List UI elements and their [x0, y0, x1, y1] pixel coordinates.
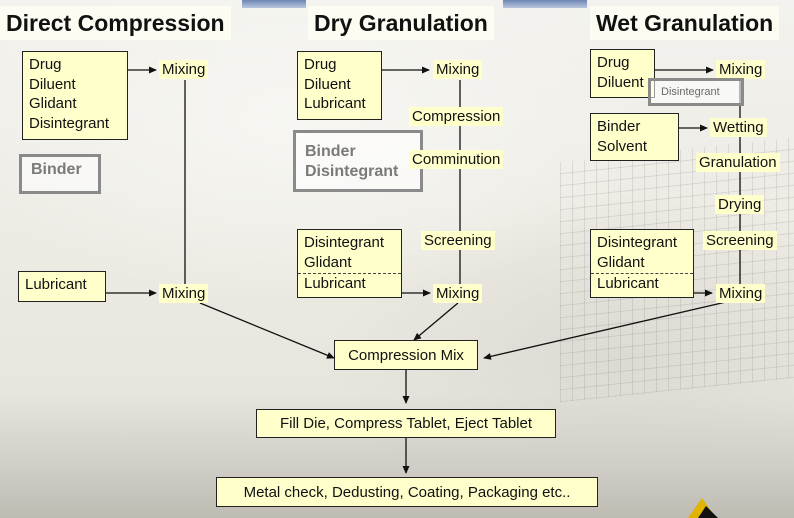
wet-ingredients-box: Drug Diluent: [590, 49, 655, 98]
wet-final-ingredients-box: Disintegrant Glidant Lubricant: [590, 229, 694, 298]
ingredient: Diluent: [597, 73, 644, 91]
compression-mix-box: Compression Mix: [334, 340, 478, 370]
ingredient: Lubricant: [597, 275, 659, 292]
dry-compression-step: Compression: [409, 107, 504, 126]
dry-binder-disintegrant-note: Binder Disintegrant: [293, 130, 423, 192]
ingredient: Lubricant: [304, 95, 366, 112]
dry-mixing-1: Mixing: [433, 60, 483, 79]
ingredient: Lubricant: [304, 275, 366, 292]
dry-mixing-2: Mixing: [433, 284, 483, 303]
ingredient: Diluent: [29, 75, 76, 93]
ingredient: Drug: [29, 56, 62, 73]
wet-disintegrant-note: Disintegrant: [648, 78, 744, 106]
title-wet-granulation: Wet Granulation: [590, 6, 780, 40]
direct-mixing-2: Mixing: [159, 284, 209, 303]
ingredient: Drug: [597, 54, 630, 71]
ingredient: Binder: [597, 118, 641, 135]
ingredient: Disintegrant: [29, 114, 110, 132]
ingredient: Solvent: [597, 137, 648, 155]
ingredient: Glidant: [597, 253, 645, 271]
wet-granulation-step: Granulation: [696, 153, 780, 172]
dry-screening-step: Screening: [421, 231, 495, 250]
direct-ingredients-box: Drug Diluent Glidant Disintegrant: [22, 51, 128, 140]
title-dry-granulation: Dry Granulation: [308, 6, 494, 40]
direct-lubricant-box: Lubricant: [18, 271, 106, 302]
dry-ingredients-box: Drug Diluent Lubricant: [297, 51, 382, 120]
wet-binder-solvent-box: Binder Solvent: [590, 113, 679, 161]
wet-drying-step: Drying: [715, 195, 765, 214]
dry-comminution-step: Comminution: [409, 150, 504, 169]
dry-final-ingredients-box: Disintegrant Glidant Lubricant: [297, 229, 402, 298]
wet-wetting-step: Wetting: [710, 118, 767, 137]
ingredient: Diluent: [304, 75, 351, 93]
direct-binder-note: Binder: [19, 154, 101, 194]
wet-mixing-2: Mixing: [716, 284, 766, 303]
ingredient: Disintegrant: [304, 234, 385, 251]
ingredient: Glidant: [29, 95, 77, 112]
title-direct-compression: Direct Compression: [0, 6, 231, 40]
wet-screening-step: Screening: [703, 231, 777, 250]
direct-mixing-1: Mixing: [159, 60, 209, 79]
ingredient: Drug: [304, 56, 337, 73]
ingredient: Glidant: [304, 253, 352, 271]
ingredient: Disintegrant: [597, 234, 678, 251]
finishing-box: Metal check, Dedusting, Coating, Packagi…: [216, 477, 598, 507]
tabletting-box: Fill Die, Compress Tablet, Eject Tablet: [256, 409, 556, 438]
wet-mixing-1: Mixing: [716, 60, 766, 79]
corner-logo-icon: [688, 498, 718, 518]
